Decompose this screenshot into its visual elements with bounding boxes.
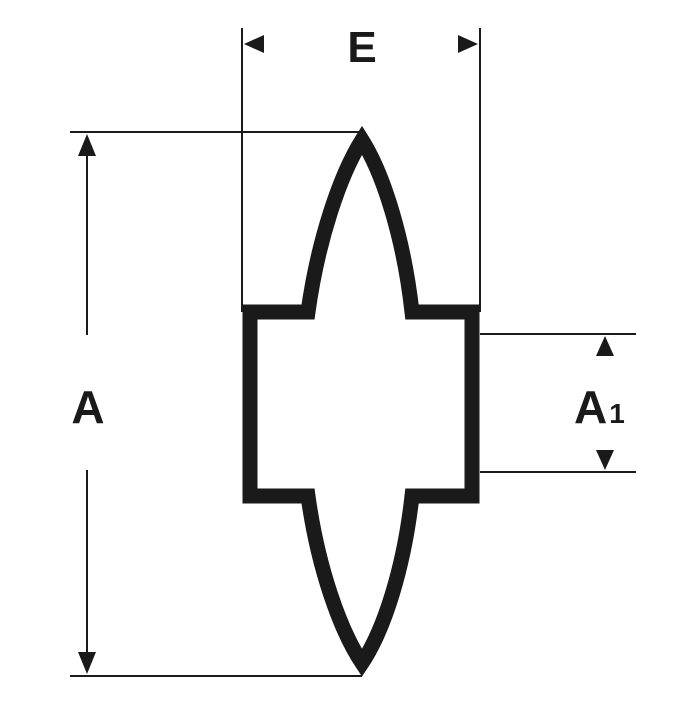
label-a1-sub: 1	[609, 398, 625, 429]
a1-arrow-bottom	[596, 450, 614, 470]
label-a: A	[71, 381, 104, 433]
a-arrow-top	[78, 134, 96, 156]
a1-arrow-top	[596, 336, 614, 356]
e-arrow-left	[244, 35, 264, 53]
e-arrow-right	[458, 35, 478, 53]
profile-outline	[242, 125, 480, 677]
label-e: E	[347, 23, 376, 72]
label-a1: A1	[574, 381, 625, 433]
a-arrow-bottom	[78, 652, 96, 674]
label-a1-main: A	[574, 381, 607, 433]
